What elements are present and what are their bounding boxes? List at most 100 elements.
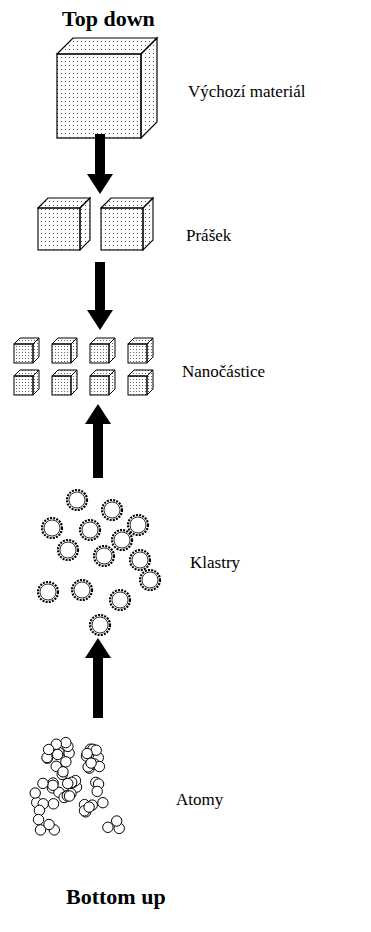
cluster-core (40, 584, 56, 600)
cube-ground (143, 198, 153, 250)
cube (38, 198, 90, 250)
cluster (67, 490, 87, 510)
cube-front (38, 208, 80, 250)
process-arrow (85, 638, 111, 718)
atom (61, 737, 71, 747)
cube-side (33, 370, 39, 395)
cluster (90, 615, 110, 635)
cluster-core (92, 617, 108, 633)
process-arrow (87, 134, 113, 194)
arrow-shaft (93, 424, 103, 478)
cube-front (128, 344, 147, 363)
arrow-head (87, 174, 113, 194)
cluster (112, 530, 132, 550)
cube (57, 38, 157, 138)
cube-front (14, 344, 33, 363)
cube-front (52, 344, 71, 363)
arrow-shaft (93, 658, 103, 718)
cube-side (147, 338, 153, 363)
cube-ground (52, 344, 71, 363)
cluster-core (96, 548, 112, 564)
cube-ground (57, 54, 141, 138)
cube (14, 370, 39, 395)
cube-side (147, 370, 153, 395)
cluster-core (82, 522, 98, 538)
heading: Bottom up (66, 884, 166, 910)
atom (98, 798, 108, 808)
cube-ground (141, 38, 157, 138)
cube-ground (90, 344, 109, 363)
cube-ground (80, 198, 90, 250)
stage-label: Atomy (176, 790, 223, 810)
cube-side (109, 338, 115, 363)
arrow-shaft (95, 262, 105, 310)
atom (48, 780, 58, 790)
cluster-core (132, 552, 148, 568)
arrow-shaft (95, 134, 105, 174)
atom (30, 788, 40, 798)
cube-ground (101, 208, 143, 250)
cube-ground (14, 376, 33, 395)
cube-front (128, 376, 147, 395)
cluster-core (69, 492, 85, 508)
cube-top (57, 38, 157, 54)
atom-group (30, 737, 124, 835)
atom (61, 757, 71, 767)
cluster (80, 520, 100, 540)
cluster (38, 582, 58, 602)
cluster-core (104, 502, 120, 518)
atom (44, 819, 54, 829)
atom (82, 748, 92, 758)
cluster (94, 546, 114, 566)
atom (103, 822, 113, 832)
cube-ground (128, 376, 147, 395)
cluster-core (142, 572, 158, 588)
cube-side (143, 198, 153, 250)
cube-ground (57, 38, 157, 54)
cube (52, 370, 77, 395)
atom (84, 802, 94, 812)
atom (62, 778, 72, 788)
cluster (130, 550, 150, 570)
atom (48, 799, 58, 809)
cluster (128, 515, 148, 535)
cube-ground (52, 376, 71, 395)
cluster-core (114, 532, 130, 548)
atom (58, 767, 68, 777)
stage-label: Nanočástice (182, 362, 265, 382)
cube-side (33, 338, 39, 363)
cube-side (71, 338, 77, 363)
atom (112, 816, 122, 826)
cube-side (141, 38, 157, 138)
cube-front (101, 208, 143, 250)
cube (14, 338, 39, 363)
cube-front (90, 376, 109, 395)
stage-label: Klastry (190, 553, 240, 573)
cube-front (14, 376, 33, 395)
cube (52, 338, 77, 363)
cube-front (57, 54, 141, 138)
cube-side (80, 198, 90, 250)
cluster (72, 580, 92, 600)
cluster-group (38, 490, 160, 635)
heading: Top down (62, 6, 155, 32)
cube (90, 338, 115, 363)
cube-side (109, 370, 115, 395)
arrow-group (85, 134, 113, 718)
cube-front (90, 344, 109, 363)
cluster-core (60, 542, 76, 558)
cube-ground (90, 376, 109, 395)
cluster (140, 570, 160, 590)
stage-label: Výchozí materiál (188, 82, 306, 102)
cluster (42, 518, 62, 538)
stage-label: Prášek (186, 226, 231, 246)
cube-ground (128, 344, 147, 363)
cluster-core (74, 582, 90, 598)
atom (92, 786, 102, 796)
cube-ground (38, 208, 80, 250)
cluster (110, 590, 130, 610)
cube (90, 370, 115, 395)
cluster (58, 540, 78, 560)
cube-ground (14, 344, 33, 363)
cube (128, 338, 153, 363)
